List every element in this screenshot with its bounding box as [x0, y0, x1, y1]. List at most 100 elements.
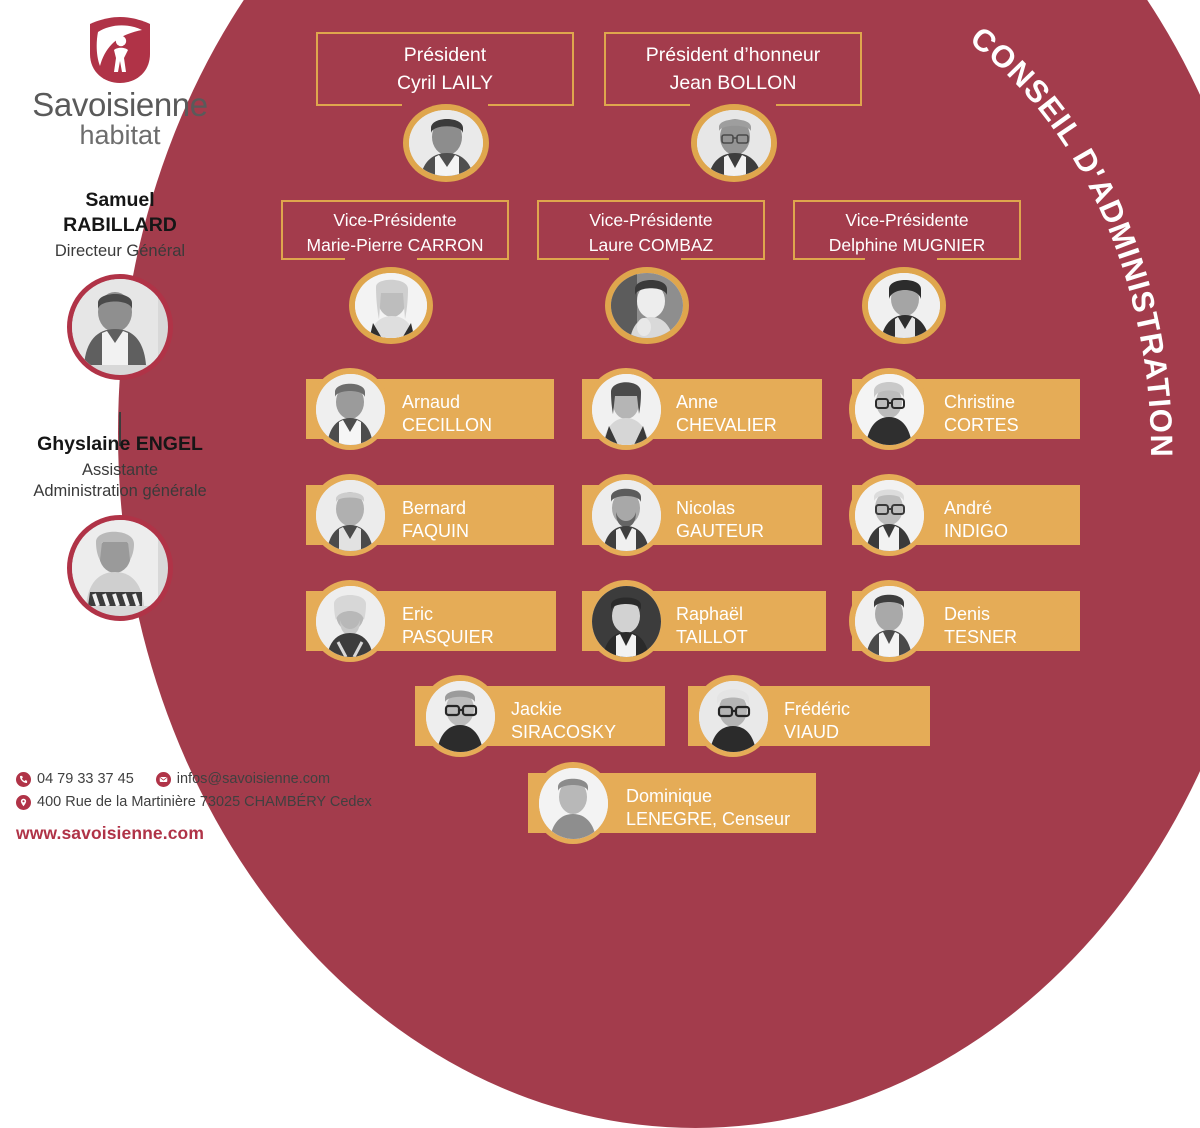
sidebar: Savoisienne habitat Samuel RABILLARD Dir… [0, 0, 240, 848]
member-name: Bernard FAQUIN [402, 497, 469, 544]
member-first-name: André [944, 498, 993, 518]
member-photo [533, 762, 613, 844]
member-first-name: Denis [944, 604, 991, 624]
photo-inner [425, 680, 495, 752]
member-photo [586, 474, 666, 556]
contact-phone-email-row: 04 79 33 37 45 infos@savoisienne.com [16, 768, 436, 790]
phone-icon [16, 771, 31, 787]
member-last-name: CORTES [944, 415, 1019, 436]
box-border-right [572, 32, 574, 106]
member-first-name: Anne [676, 392, 719, 412]
box-border-bottom-left [281, 258, 345, 260]
officer-role: Président [403, 44, 487, 66]
vp-box-2: Vice-Présidente Laure COMBAZ [537, 200, 765, 260]
officer-name: Jean BOLLON [669, 71, 797, 94]
box-border-top [793, 200, 1021, 202]
member-photo [310, 580, 390, 662]
member-name: Denis TESNER [944, 603, 1017, 650]
photo-inner [315, 373, 385, 445]
member-name: Dominique LENEGRE, Censeur [626, 785, 790, 832]
contact-address: 400 Rue de la Martinière 73025 CHAMBÉRY … [37, 794, 372, 811]
box-border-bottom-right [417, 258, 509, 260]
box-border-right [860, 32, 862, 106]
assistant-photo [67, 514, 173, 621]
member-photo [586, 368, 666, 450]
contact-phone[interactable]: 04 79 33 37 45 [37, 771, 134, 787]
member-name: André INDIGO [944, 497, 1008, 544]
member-last-name: INDIGO [944, 521, 1009, 542]
maroon-background-shape [118, 0, 1200, 1128]
member-first-name: Raphaël [676, 604, 744, 624]
photo-inner [538, 767, 608, 839]
box-border-left [604, 32, 606, 106]
location-pin-icon [16, 795, 31, 811]
vp-photo-1 [349, 267, 433, 344]
member-photo [693, 675, 773, 757]
member-first-name: Nicolas [676, 498, 736, 518]
photo-inner [591, 479, 661, 551]
contact-email[interactable]: infos@savoisienne.com [176, 771, 331, 787]
director-name-line1: Samuel [85, 189, 155, 211]
vp-name: Delphine MUGNIER [828, 234, 986, 255]
sidebar-assistant: Ghyslaine ENGEL Assistante Administratio… [0, 432, 240, 621]
brand-name-line1: Savoisienne [32, 86, 208, 123]
member-last-name: LENEGRE, Censeur [626, 809, 791, 830]
vp-name: Marie-Pierre CARRON [306, 234, 484, 255]
member-first-name: Eric [402, 604, 433, 624]
contact-block: 04 79 33 37 45 infos@savoisienne.com 400… [16, 768, 436, 844]
box-border-left [793, 200, 795, 260]
member-first-name: Christine [944, 392, 1016, 412]
member-name: Anne CHEVALIER [676, 391, 777, 438]
officer-box-president-honneur: Président d’honneur Jean BOLLON [604, 32, 862, 106]
box-border-bottom-left [604, 104, 690, 106]
photo-inner [315, 585, 385, 657]
vp-box-1: Vice-Présidente Marie-Pierre CARRON [281, 200, 509, 260]
photo-inner [355, 273, 427, 338]
vp-box-3: Vice-Présidente Delphine MUGNIER [793, 200, 1021, 260]
member-name: Jackie SIRACOSKY [511, 698, 616, 745]
member-photo [849, 368, 929, 450]
photo-inner [854, 373, 924, 445]
photo-inner [698, 680, 768, 752]
member-first-name: Jackie [511, 699, 563, 719]
member-name: Christine CORTES [944, 391, 1019, 438]
box-border-bottom-right [776, 104, 862, 106]
director-photo [67, 274, 173, 381]
member-name: Nicolas GAUTEUR [676, 497, 764, 544]
sidebar-director: Samuel RABILLARD Directeur Général [0, 188, 240, 381]
member-name: Arnaud CECILLON [402, 391, 492, 438]
box-border-left [281, 200, 283, 260]
org-connector-line [119, 412, 121, 446]
assistant-role-line1: Assistante [81, 460, 159, 479]
box-border-right [507, 200, 509, 260]
officer-photo-president [403, 104, 489, 182]
box-border-right [1019, 200, 1021, 260]
box-border-top [604, 32, 862, 34]
vp-photo-3 [862, 267, 946, 344]
vp-role: Vice-Présidente [333, 210, 457, 230]
member-last-name: CHEVALIER [676, 415, 777, 436]
member-last-name: PASQUIER [402, 627, 494, 648]
member-photo [849, 474, 929, 556]
box-border-bottom-left [537, 258, 609, 260]
box-border-bottom-left [316, 104, 402, 106]
photo-inner [591, 585, 661, 657]
member-last-name: TESNER [944, 627, 1018, 648]
photo-inner [315, 479, 385, 551]
photo-inner [591, 373, 661, 445]
vp-role: Vice-Présidente [589, 210, 713, 230]
photo-inner [868, 273, 940, 338]
member-photo [586, 580, 666, 662]
contact-website[interactable]: www.savoisienne.com [16, 822, 204, 843]
contact-address-row: 400 Rue de la Martinière 73025 CHAMBÉRY … [16, 791, 436, 813]
photo-inner [697, 110, 771, 176]
box-border-top [316, 32, 574, 34]
member-name: Eric PASQUIER [402, 603, 494, 650]
box-border-bottom-right [937, 258, 1021, 260]
officer-box-president: Président Cyril LAILY [316, 32, 574, 106]
member-photo [310, 474, 390, 556]
vp-role: Vice-Présidente [845, 210, 969, 230]
vp-name: Laure COMBAZ [588, 234, 714, 255]
member-last-name: CECILLON [402, 415, 493, 436]
member-photo [849, 580, 929, 662]
